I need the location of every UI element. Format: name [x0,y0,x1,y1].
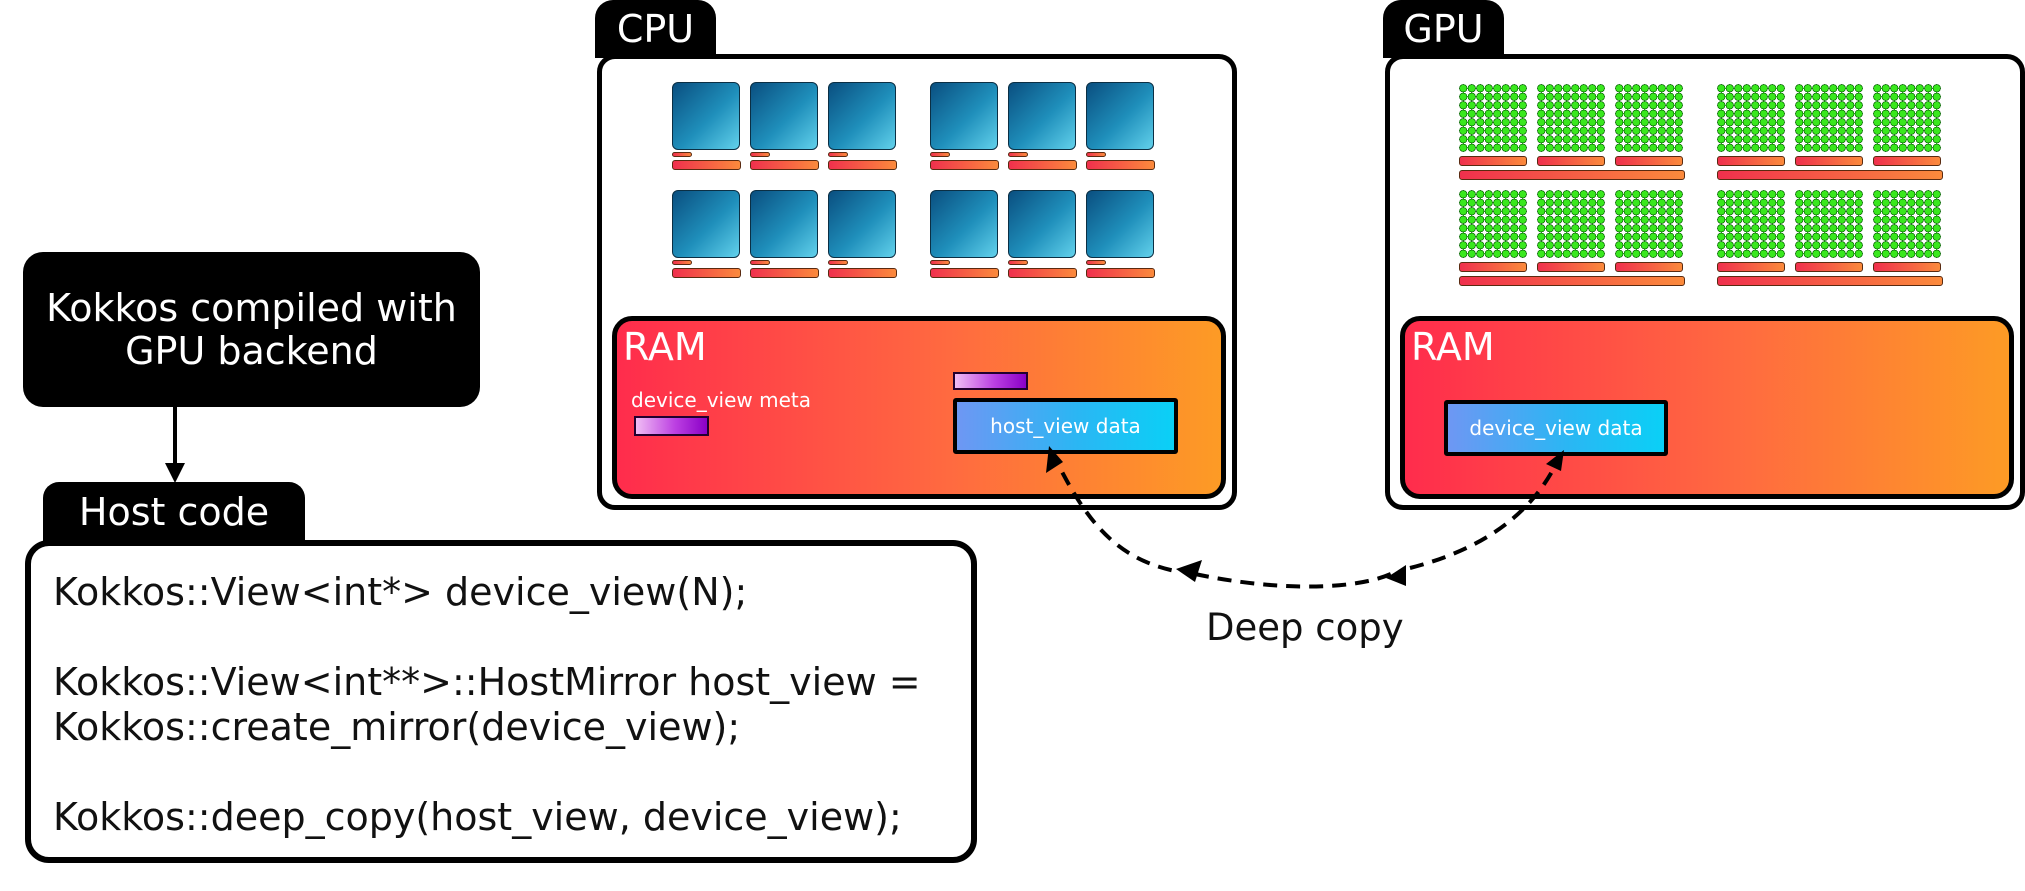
host-view-data-label: host_view data [990,414,1141,438]
cpu-ram-label: RAM [623,325,707,369]
l1-cache [930,260,950,265]
gpu-thread-grid [1537,190,1605,258]
l2-cache [828,160,897,170]
l1-cache [672,152,692,157]
sm-cache [1873,156,1941,166]
l2-cache [1086,160,1155,170]
gpu-title: GPU [1403,7,1484,51]
shared-cache [1717,170,1943,180]
l1-cache [828,260,848,265]
l1-cache [1008,260,1028,265]
sm-cache [1615,262,1683,272]
sm-cache [1717,262,1785,272]
cpu-core [750,82,818,150]
arrowhead-device-view [1546,450,1564,471]
backend-to-host-arrow [165,405,185,483]
l1-cache [1008,152,1028,157]
host-code-box: Kokkos::View<int*> device_view(N); ​ Kok… [25,540,977,863]
backend-info-box: Kokkos compiled with GPU backend [23,252,480,407]
host-code-tab: Host code [43,482,305,542]
code-line: Kokkos::View<int**>::HostMirror host_vie… [53,660,921,704]
cpu-core [930,82,998,150]
cpu-core [1008,190,1076,258]
cpu-core [1086,82,1154,150]
cpu-core [1086,190,1154,258]
device-view-data-box: device_view data [1444,400,1668,456]
backend-info-line-2: GPU backend [125,328,378,373]
l1-cache [828,152,848,157]
arrowhead-left-mid [1176,560,1202,582]
l1-cache [750,152,770,157]
arrowhead-right-mid [1386,565,1406,586]
sm-cache [1795,262,1863,272]
cpu-core [1008,82,1076,150]
l2-cache [930,160,999,170]
gpu-thread-grid [1873,190,1941,258]
l1-cache [1086,260,1106,265]
gpu-thread-grid [1615,190,1683,258]
l2-cache [672,160,741,170]
device-view-meta-bar [634,416,709,436]
l2-cache [1008,160,1077,170]
gpu-thread-grid [1873,84,1941,152]
gpu-thread-grid [1717,190,1785,258]
code-line: Kokkos::View<int*> device_view(N); [53,570,748,614]
cpu-core [930,190,998,258]
gpu-thread-grid [1459,84,1527,152]
cpu-core [672,82,740,150]
cpu-core [828,190,896,258]
l1-cache [750,260,770,265]
shared-cache [1459,170,1685,180]
gpu-thread-grid [1615,84,1683,152]
deep-copy-label: Deep copy [1206,606,1404,649]
gpu-tab: GPU [1383,0,1504,58]
host-view-data-box: host_view data [953,398,1178,454]
cpu-title: CPU [616,7,695,51]
l2-cache [1008,268,1077,278]
device-view-data-label: device_view data [1469,416,1643,440]
sm-cache [1459,156,1527,166]
l2-cache [750,268,819,278]
device-view-meta-label: device_view meta [631,388,811,412]
gpu-thread-grid [1795,190,1863,258]
sm-cache [1537,156,1605,166]
cpu-core [750,190,818,258]
gpu-thread-grid [1459,190,1527,258]
gpu-thread-grid [1537,84,1605,152]
cpu-tab: CPU [595,0,716,58]
l2-cache [672,268,741,278]
l1-cache [1086,152,1106,157]
l2-cache [750,160,819,170]
code-line: Kokkos::create_mirror(device_view); [53,705,741,749]
sm-cache [1795,156,1863,166]
gpu-thread-grid [1717,84,1785,152]
l1-cache [930,152,950,157]
shared-cache [1459,276,1685,286]
code-line: Kokkos::deep_copy(host_view, device_view… [53,795,902,839]
backend-info-line-1: Kokkos compiled with [46,285,457,330]
l2-cache [1086,268,1155,278]
sm-cache [1537,262,1605,272]
gpu-ram-label: RAM [1411,325,1495,369]
cpu-ram: RAM device_view meta [612,316,1226,499]
cpu-core [828,82,896,150]
sm-cache [1717,156,1785,166]
l1-cache [672,260,692,265]
gpu-thread-grid [1795,84,1863,152]
l2-cache [828,268,897,278]
host-view-meta-bar [953,372,1028,390]
sm-cache [1459,262,1527,272]
cpu-core [672,190,740,258]
shared-cache [1717,276,1943,286]
sm-cache [1615,156,1683,166]
host-code-title: Host code [78,490,270,534]
l2-cache [930,268,999,278]
sm-cache [1873,262,1941,272]
arrowhead-host-view [1046,446,1063,473]
